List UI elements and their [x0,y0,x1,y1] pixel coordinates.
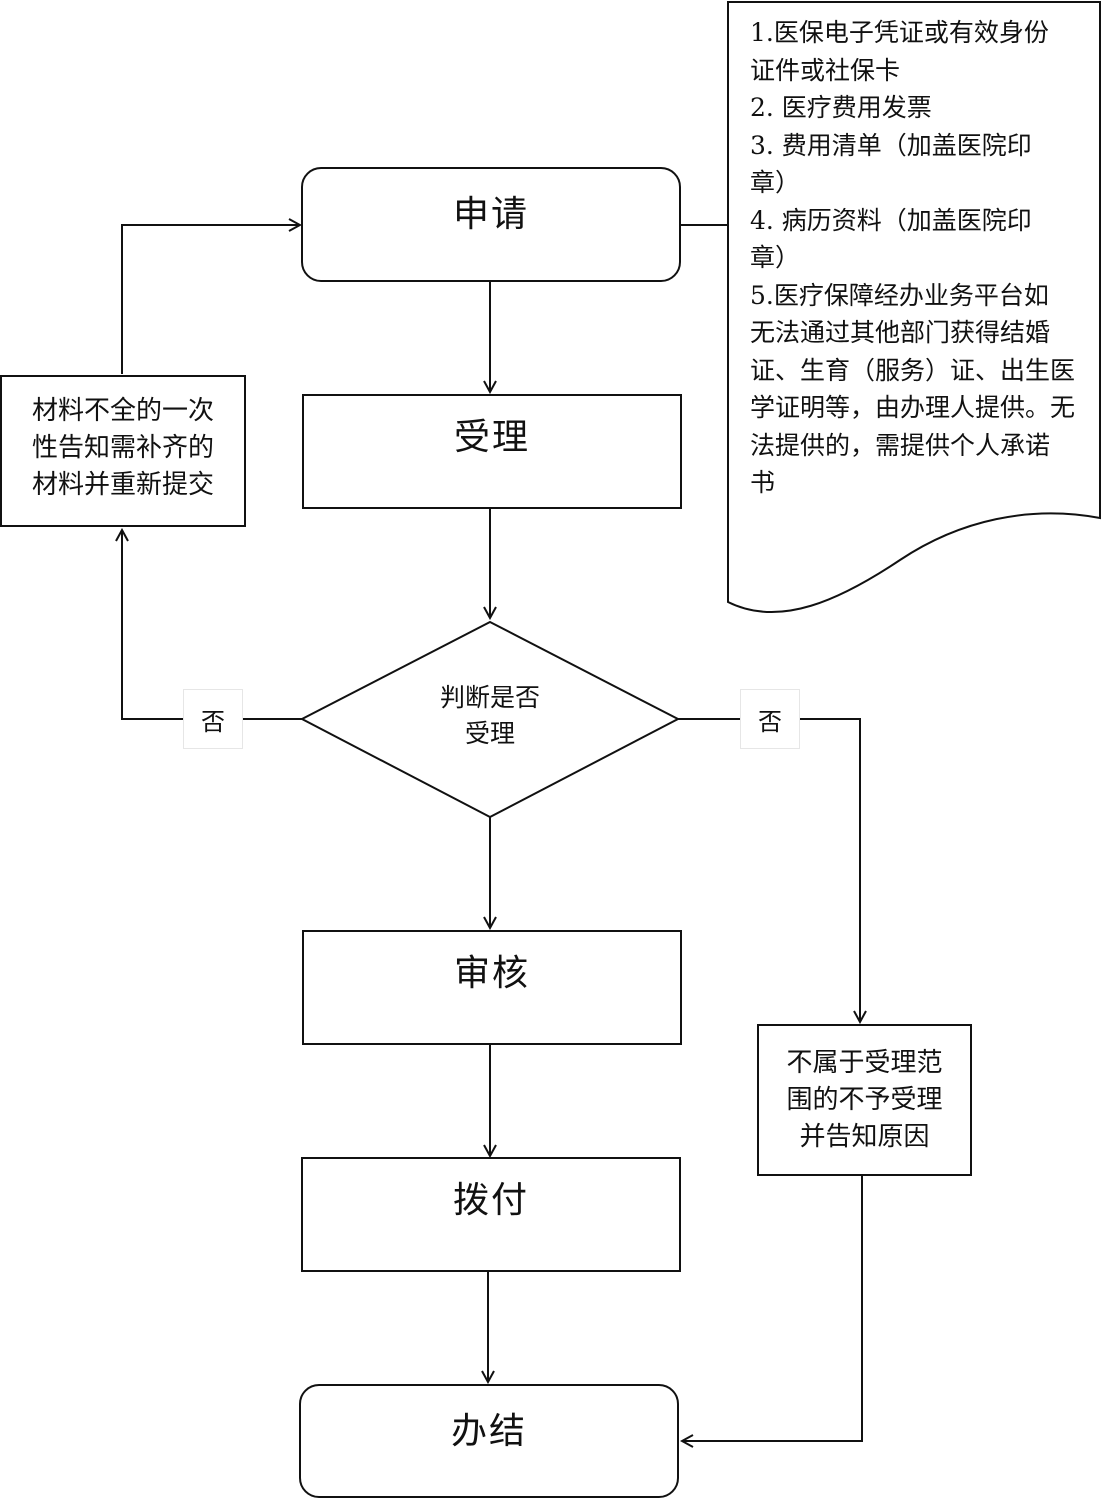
left-no-label: 否 [183,689,243,749]
complete-node: 办结 [299,1384,679,1498]
document-line: 1.医保电子凭证或有效身份 [750,18,1049,47]
document-shape [727,1,1101,614]
document-line: 章） [750,243,801,272]
apply-label: 申请 [452,193,529,235]
resubmit-node: 材料不全的一次 性告知需补齐的 材料并重新提交 [0,375,246,527]
document-line: 证件或社保卡 [750,55,901,85]
accept-label: 受理 [453,416,530,458]
apply-node: 申请 [301,167,681,282]
payment-label: 拨付 [452,1179,529,1221]
payment-node: 拨付 [301,1157,681,1272]
resubmit-label-line: 材料并重新提交 [31,469,214,500]
arrow-reject-to-complete [682,1176,863,1441]
reject-label-line: 围的不予受理 [786,1084,943,1115]
arrow-decision-to-reject [678,718,860,1022]
resubmit-label-line: 性告知需补齐的 [31,432,214,463]
document-line: 2. 医疗费用发票 [750,93,932,122]
decision-label-line: 判断是否 [439,683,540,712]
document-line: 学证明等，由办理人提供。无 [750,393,1076,422]
required-documents-list: 1.医保电子凭证或有效身份 证件或社保卡 2. 医疗费用发票 3. 费用清单（加… [750,14,1088,502]
document-line: 法提供的，需提供个人承诺 [750,430,1051,460]
resubmit-label-line: 材料不全的一次 [31,395,214,426]
review-node: 审核 [302,930,682,1045]
document-line: 证、生育（服务）证、出生医 [750,355,1076,385]
reject-label-line: 并告知原因 [799,1121,930,1152]
accept-node: 受理 [302,394,682,509]
document-line: 4. 病历资料（加盖医院印 [750,205,1032,235]
review-label: 审核 [453,952,530,994]
reject-label-line: 不属于受理范 [786,1047,943,1078]
decision-label-line: 受理 [464,719,515,748]
complete-label: 办结 [450,1411,527,1452]
document-line: 5.医疗保障经办业务平台如 [750,280,1049,310]
document-line: 3. 费用清单（加盖医院印 [750,130,1032,160]
document-line: 书 [750,468,776,497]
arrow-resubmit-to-apply [121,225,300,374]
document-line: 无法通过其他部门获得结婚 [750,318,1051,347]
decision-label: 判断是否 受理 [400,680,580,752]
reject-node: 不属于受理范 围的不予受理 并告知原因 [757,1024,972,1176]
right-no-label: 否 [740,689,800,749]
document-line: 章） [750,168,801,197]
